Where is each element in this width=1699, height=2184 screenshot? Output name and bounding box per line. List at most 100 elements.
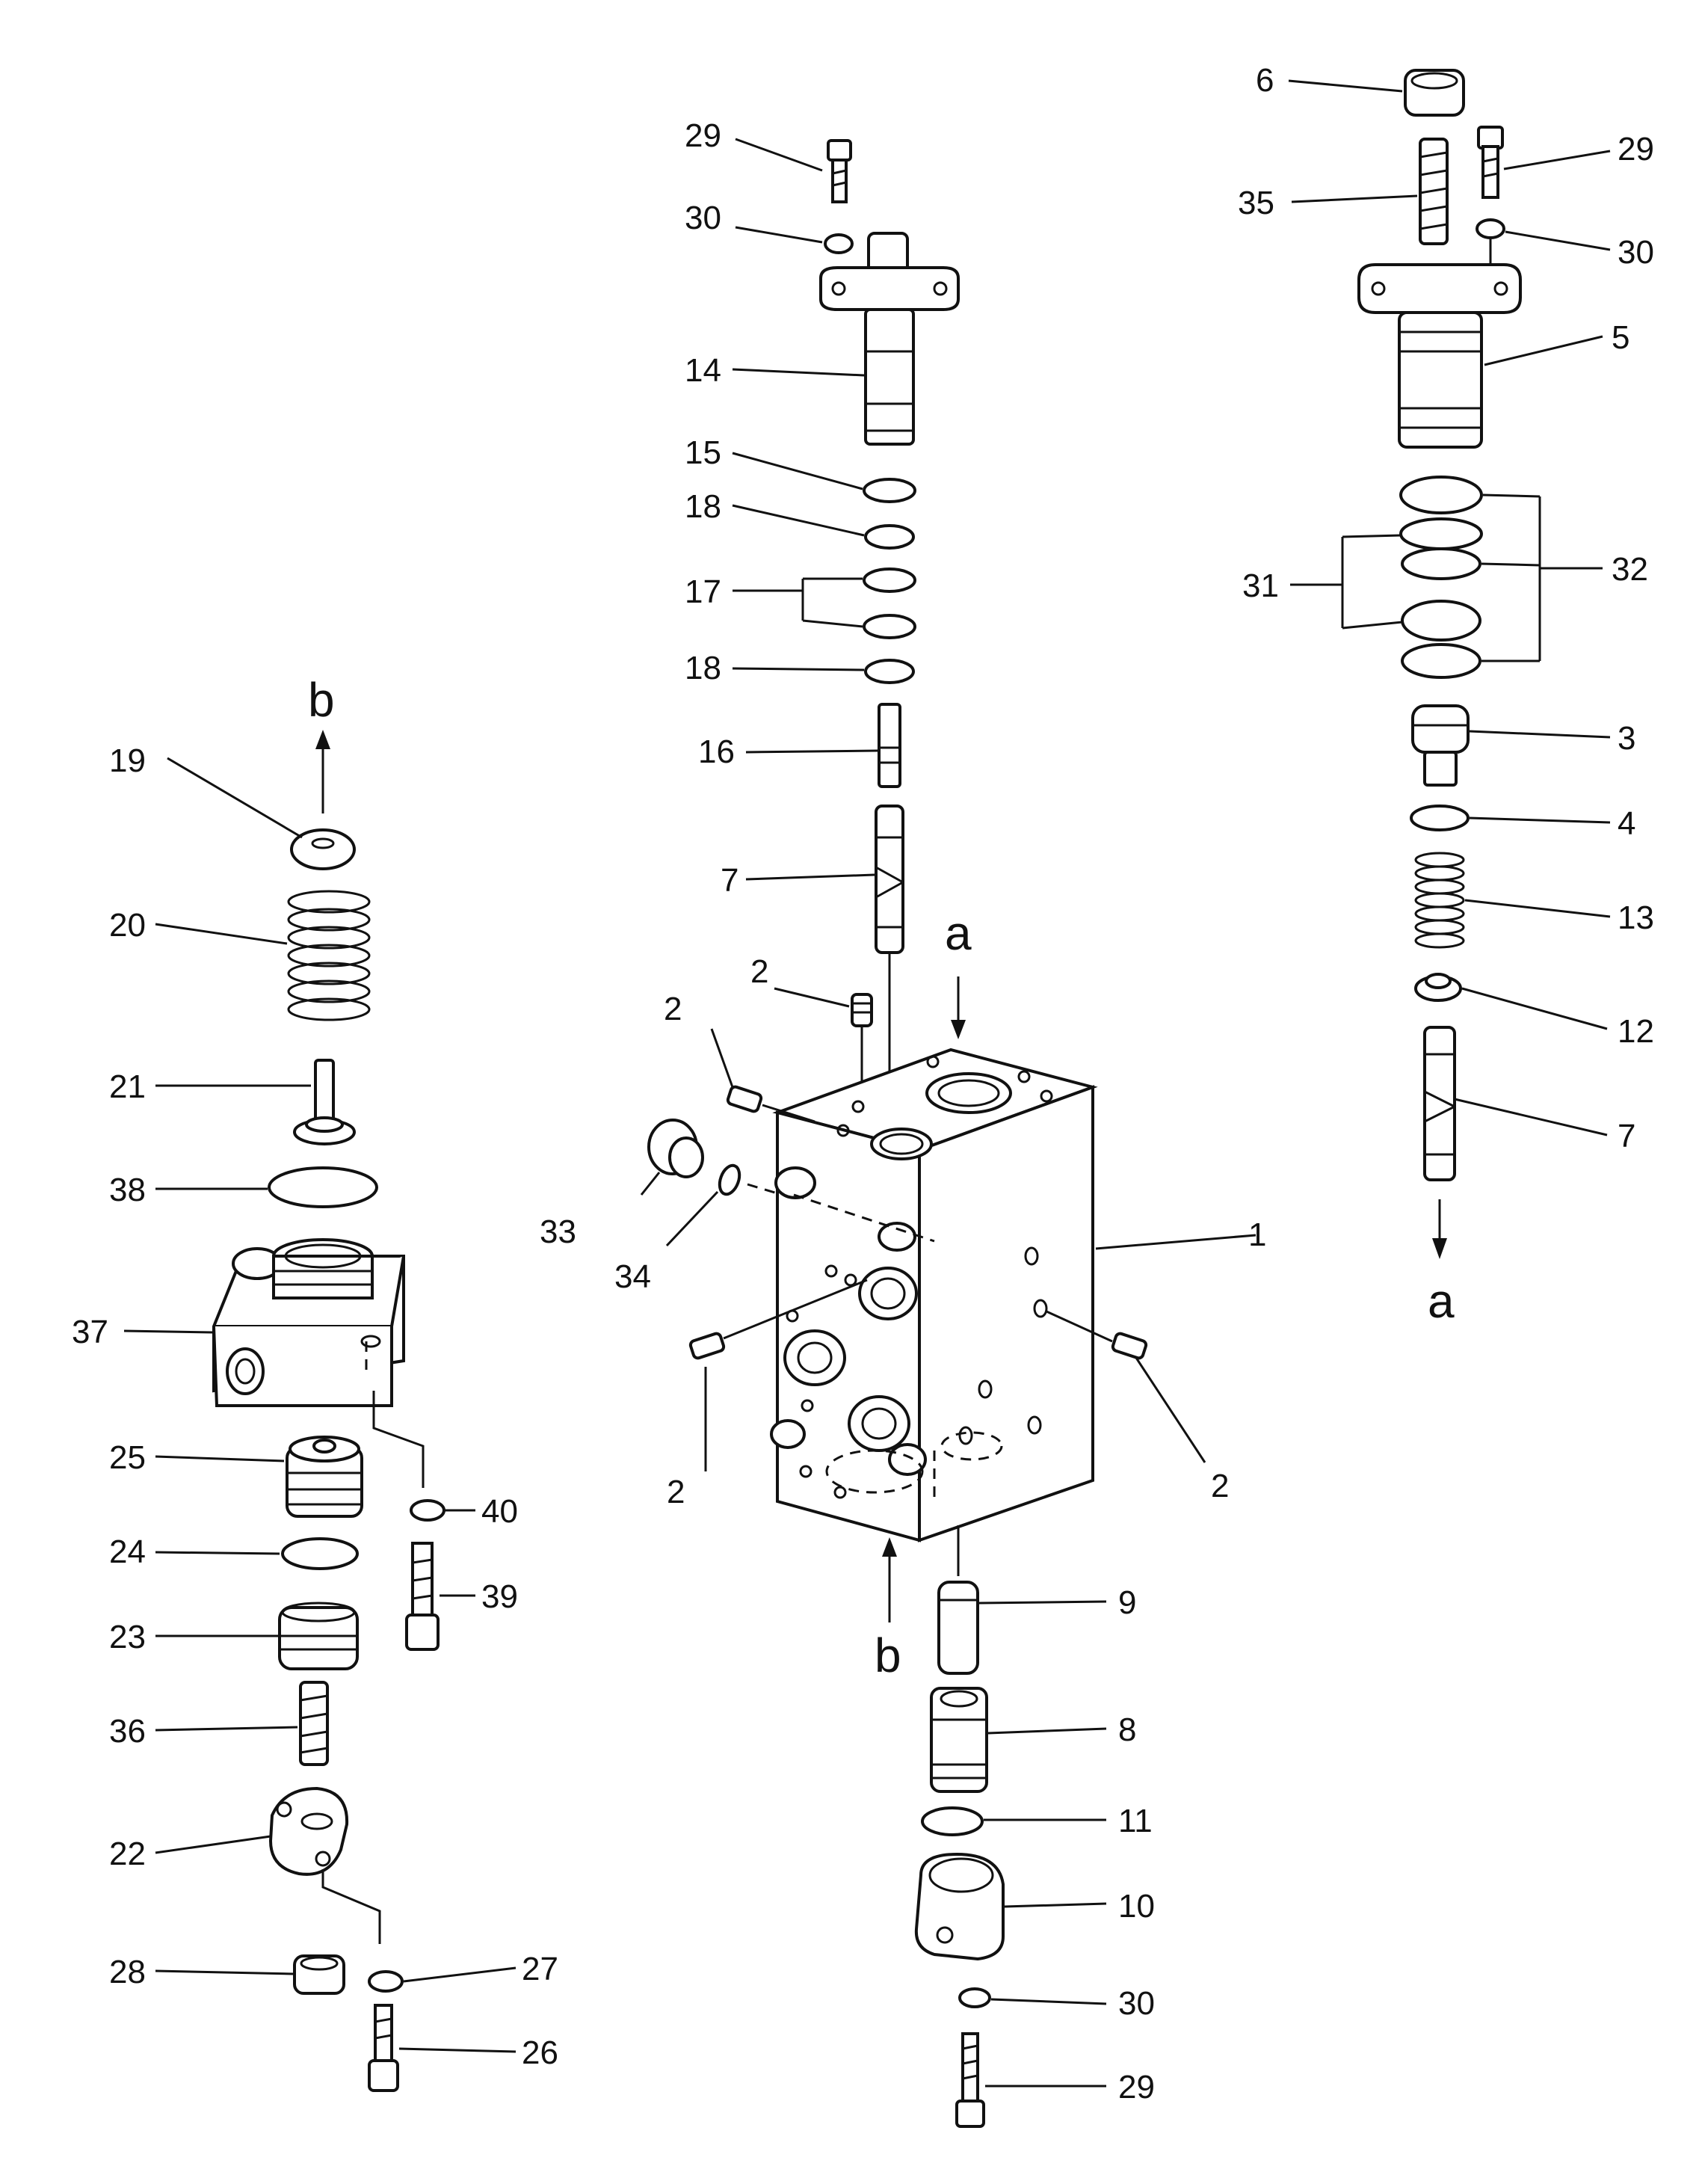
callout-15: 15 — [685, 434, 721, 471]
callout-23: 23 — [109, 1619, 146, 1655]
callout-7-center: 7 — [721, 862, 739, 899]
callout-11: 11 — [1118, 1803, 1153, 1839]
callout-26: 26 — [522, 2034, 558, 2071]
callout-12: 12 — [1618, 1013, 1654, 1050]
spring-seat-12 — [1414, 973, 1462, 1002]
callout-10: 10 — [1118, 1888, 1155, 1925]
sleeve-9 — [937, 1581, 979, 1675]
flow-arrow-b-top — [315, 730, 330, 813]
callout-36: 36 — [109, 1713, 146, 1750]
callout-18-upper: 18 — [685, 488, 721, 525]
oring-38 — [268, 1166, 378, 1208]
callout-27: 27 — [522, 1951, 558, 1987]
pin-16 — [878, 703, 901, 788]
callout-38: 38 — [109, 1172, 146, 1208]
callout-2-left-upper: 2 — [664, 991, 682, 1027]
callout-32: 32 — [1612, 551, 1648, 588]
callout-37: 37 — [72, 1314, 108, 1350]
callout-16: 16 — [698, 733, 735, 770]
callout-30-top: 30 — [685, 200, 721, 236]
plug-8 — [930, 1687, 988, 1793]
ring-31-lower — [1401, 600, 1481, 642]
callout-22: 22 — [109, 1836, 146, 1872]
nut-6 — [1404, 69, 1465, 117]
ring-32-top — [1399, 476, 1483, 514]
valve-block-1 — [770, 1048, 1098, 1542]
flow-arrow-a-bottom — [1432, 1199, 1447, 1259]
housing-37 — [212, 1238, 405, 1407]
flange-22 — [268, 1786, 349, 1876]
bolt-39 — [405, 1542, 440, 1651]
spring-20 — [287, 890, 371, 1021]
bolt-29-right — [1477, 126, 1504, 199]
callout-14: 14 — [685, 352, 721, 389]
callout-34: 34 — [614, 1258, 651, 1295]
callout-29-bottom: 29 — [1118, 2069, 1155, 2105]
bolt-26 — [368, 2004, 399, 2092]
callout-39: 39 — [481, 1578, 518, 1615]
spring-13 — [1414, 852, 1465, 949]
washer-30-bottom — [958, 1987, 991, 2008]
callout-9: 9 — [1118, 1584, 1136, 1621]
callout-5: 5 — [1612, 319, 1629, 356]
callout-7-right: 7 — [1618, 1118, 1635, 1154]
plug-2-top — [851, 993, 873, 1027]
callout-29-top: 29 — [685, 117, 721, 154]
washer-40 — [410, 1499, 445, 1522]
callout-4: 4 — [1618, 805, 1635, 842]
ring-31-upper — [1399, 517, 1483, 550]
callout-2-top: 2 — [750, 953, 768, 990]
oring-34 — [718, 1163, 741, 1196]
ring-32-middle — [1401, 547, 1481, 580]
callout-33: 33 — [540, 1213, 576, 1250]
adjust-screw-36 — [299, 1681, 329, 1766]
poppet-21 — [293, 1059, 356, 1145]
plug-2-left-upper — [726, 1085, 763, 1113]
oring-4 — [1410, 805, 1470, 831]
leader-lines — [123, 79, 1611, 2088]
flow-arrow-a-top — [951, 976, 966, 1039]
oring-24 — [281, 1537, 359, 1570]
oring-15 — [863, 478, 916, 503]
spool-7-center — [875, 805, 904, 954]
plug-25 — [286, 1436, 363, 1518]
callout-21: 21 — [109, 1068, 146, 1105]
callout-2-right: 2 — [1211, 1468, 1229, 1504]
ring-18-upper — [864, 524, 915, 550]
callout-17: 17 — [685, 573, 721, 610]
plug-2-left-lower — [688, 1332, 726, 1360]
callout-1: 1 — [1248, 1216, 1266, 1253]
flow-letters: a a b b — [308, 673, 1455, 1682]
bolt-29-top — [827, 139, 852, 203]
callout-19: 19 — [109, 742, 146, 779]
piston-3 — [1411, 704, 1470, 787]
callout-3: 3 — [1618, 720, 1635, 757]
plug-2-right — [1111, 1332, 1148, 1360]
oring-17-upper — [863, 567, 916, 593]
washer-27 — [368, 1970, 404, 1993]
cap-10 — [914, 1852, 1005, 1961]
callout-28: 28 — [109, 1954, 146, 1990]
spool-7-right — [1423, 1026, 1456, 1181]
callout-20: 20 — [109, 907, 146, 944]
callout-30-bottom: 30 — [1118, 1985, 1155, 2022]
nut-28 — [293, 1954, 345, 1995]
callout-8: 8 — [1118, 1711, 1136, 1748]
adjust-screw-35 — [1419, 138, 1449, 245]
callout-24: 24 — [109, 1534, 146, 1570]
callout-31: 31 — [1242, 567, 1279, 604]
cover-5 — [1357, 263, 1522, 449]
plug-23 — [278, 1602, 359, 1670]
callout-numbers: 29 30 14 15 18 17 18 16 7 2 2 33 34 1 2 … — [72, 62, 1654, 2105]
spool-14 — [819, 232, 960, 446]
flow-label-b-top: b — [308, 673, 335, 727]
callout-25: 25 — [109, 1439, 146, 1476]
oring-11 — [921, 1806, 984, 1836]
washer-30-right — [1476, 218, 1505, 239]
flow-label-a-top: a — [945, 906, 972, 960]
bolt-29-bottom — [955, 2032, 985, 2128]
callout-6: 6 — [1256, 62, 1274, 99]
ring-32-bottom — [1401, 643, 1481, 679]
plug-33 — [647, 1119, 704, 1178]
